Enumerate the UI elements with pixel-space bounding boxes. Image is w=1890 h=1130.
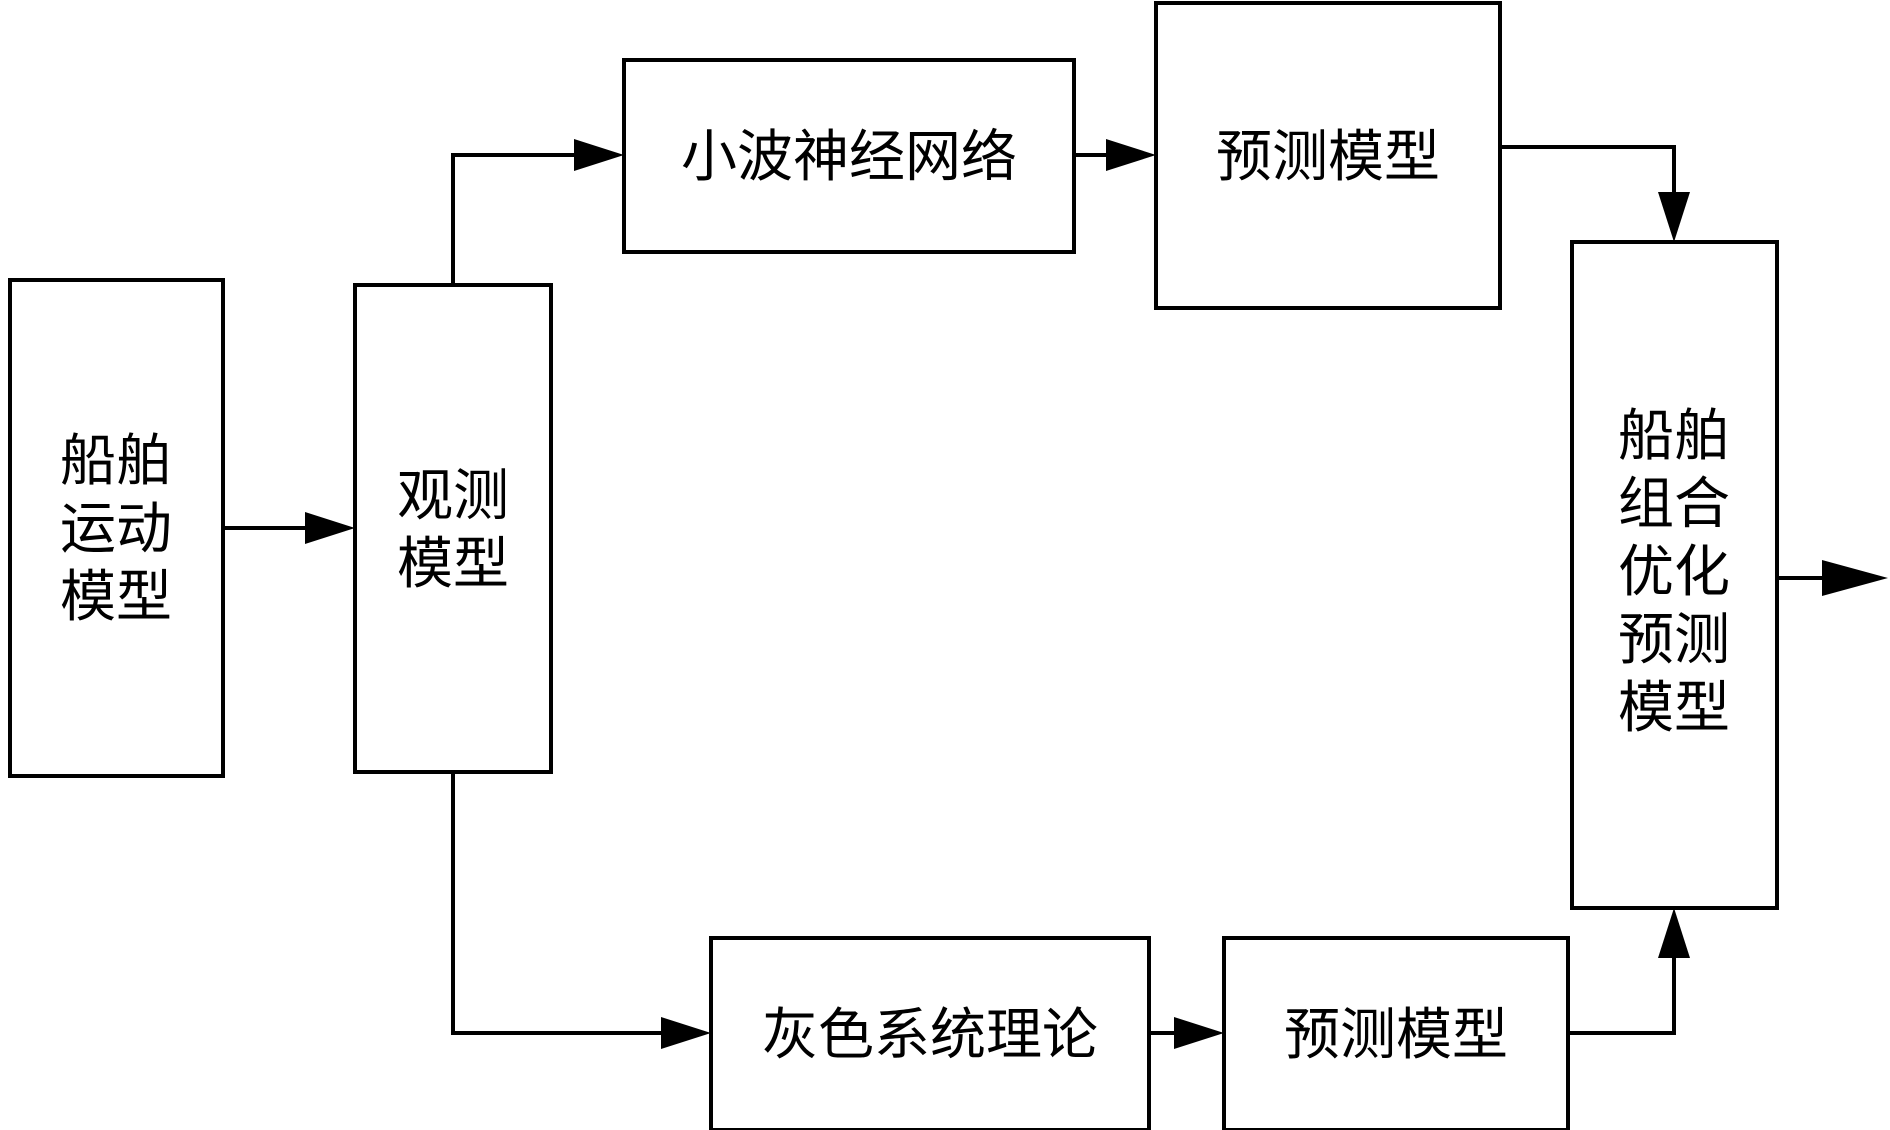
edge-motion-to-observation <box>223 512 355 544</box>
edge-observation-to-wavelet <box>451 139 624 285</box>
edge-prediction-top-to-combined <box>1500 145 1690 242</box>
ship-motion-model-box <box>8 278 225 778</box>
combined-model-label-4: 预测 <box>1618 608 1730 673</box>
edge-grey-to-prediction-bottom <box>1149 1017 1224 1049</box>
ship-motion-model-label-1: 船舶 <box>60 429 172 494</box>
grey-system-theory-box <box>709 936 1151 1130</box>
prediction-model-top-label: 预测模型 <box>1216 125 1440 190</box>
observation-model-box <box>353 283 553 774</box>
ship-motion-model-label-3: 模型 <box>60 565 172 630</box>
observation-model-label-2: 模型 <box>397 532 509 597</box>
combined-model-label-2: 组合 <box>1618 472 1730 537</box>
observation-model-label-1: 观测 <box>397 464 509 529</box>
edge-combined-to-output <box>1777 560 1888 596</box>
edge-wavelet-to-prediction-top <box>1074 139 1156 171</box>
edge-observation-to-grey <box>451 772 711 1049</box>
combined-model-label-3: 优化 <box>1618 540 1730 605</box>
ship-motion-model-label-2: 运动 <box>60 497 172 562</box>
prediction-model-bottom-label: 预测模型 <box>1284 1003 1508 1068</box>
prediction-model-top-box <box>1154 1 1502 310</box>
grey-system-theory-label: 灰色系统理论 <box>762 1003 1098 1068</box>
prediction-model-bottom-box <box>1222 936 1570 1130</box>
combined-model-label-5: 模型 <box>1618 676 1730 741</box>
wavelet-nn-box <box>622 58 1076 254</box>
edge-prediction-bottom-to-combined <box>1568 908 1690 1035</box>
combined-model-box <box>1570 240 1779 910</box>
combined-model-label-1: 船舶 <box>1618 404 1730 469</box>
wavelet-nn-label: 小波神经网络 <box>681 125 1017 190</box>
